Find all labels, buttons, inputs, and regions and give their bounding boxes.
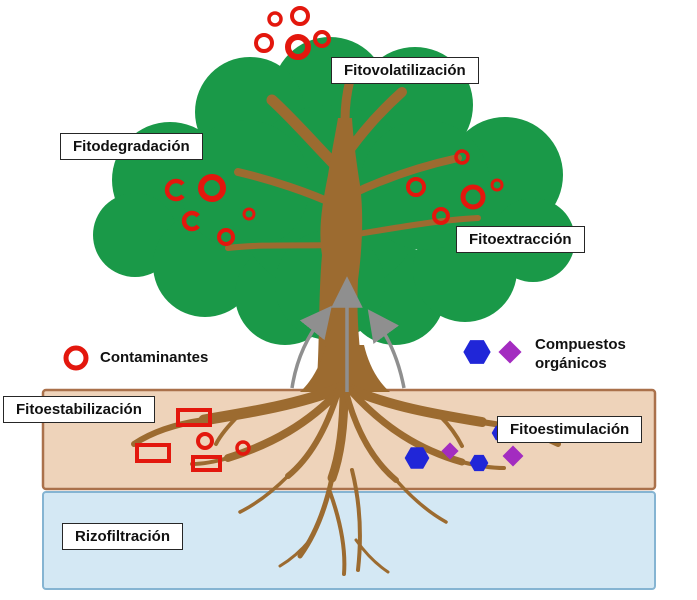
contaminant-legend-icon — [63, 345, 89, 371]
contaminant-arc-icon — [181, 210, 200, 232]
contaminant-ring-icon — [313, 30, 331, 48]
contaminant-ring-icon — [432, 207, 450, 225]
contaminant-ring-icon — [460, 184, 486, 210]
contaminant-rect-icon — [135, 443, 171, 463]
hexagon-icon — [404, 447, 430, 469]
contaminant-ring-icon — [235, 440, 251, 456]
legend-contaminantes: Contaminantes — [100, 349, 209, 366]
contaminant-ring-icon — [285, 34, 311, 60]
hexagon-legend-icon — [463, 340, 491, 364]
up-arrow-icon — [367, 309, 406, 389]
label-fitoextraccion: Fitoextracción — [456, 226, 585, 253]
diamond-icon — [441, 442, 459, 460]
water-layer — [42, 491, 656, 590]
contaminant-arc-icon — [164, 178, 185, 202]
hexagon-icon — [469, 454, 489, 472]
contaminant-rect-icon — [191, 455, 222, 472]
contaminant-ring-icon — [254, 33, 274, 53]
contaminant-ring-icon — [290, 6, 310, 26]
diamond-legend-icon — [498, 340, 522, 364]
label-fitodegradacion: Fitodegradación — [60, 133, 203, 160]
contaminant-ring-icon — [490, 178, 504, 192]
uptake-arrows — [290, 276, 406, 392]
label-fitovolatilizacion: Fitovolatilización — [331, 57, 479, 84]
contaminant-ring-icon — [242, 207, 256, 221]
contaminant-rect-icon — [176, 408, 212, 427]
legend-compuestos-organicos: Compuestos orgánicos — [535, 336, 626, 372]
contaminant-ring-icon — [198, 174, 226, 202]
up-arrow-icon — [290, 305, 332, 389]
diamond-icon — [502, 445, 524, 467]
contaminant-ring-icon — [217, 228, 235, 246]
contaminants — [63, 6, 504, 472]
label-fitoestabilizacion: Fitoestabilización — [3, 396, 155, 423]
contaminant-ring-icon — [406, 177, 426, 197]
label-fitoestimulacion: Fitoestimulación — [497, 416, 643, 443]
label-rizofiltracion: Rizofiltración — [62, 523, 184, 550]
contaminant-ring-icon — [454, 149, 470, 165]
contaminant-ring-icon — [196, 432, 214, 450]
contaminant-ring-icon — [267, 11, 283, 27]
